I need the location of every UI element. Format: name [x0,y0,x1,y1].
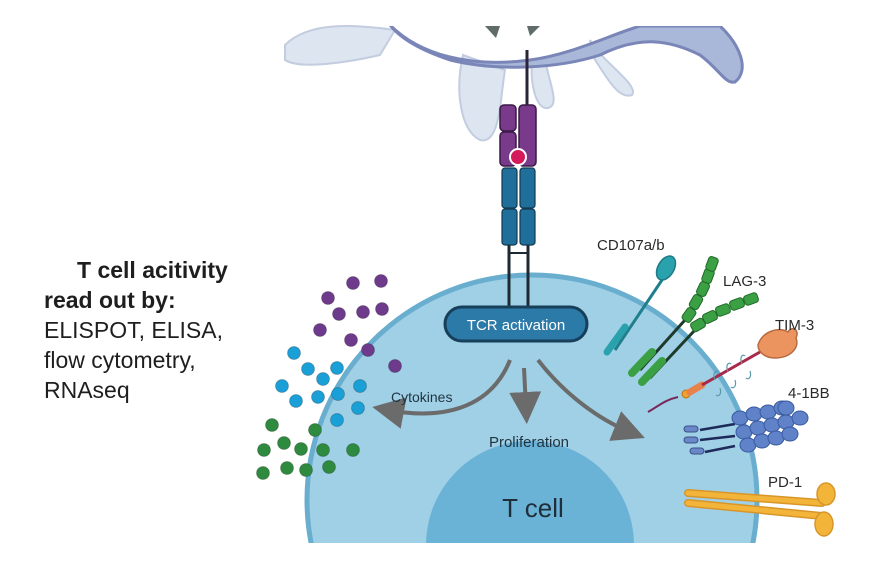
cytokine-purple [313,323,327,337]
cytokines-label: Cytokines [391,389,452,405]
cytokine-green [322,460,336,474]
mhc-marker-right [527,26,540,36]
antigen-icon [509,148,527,166]
4-1bb-ligand-bubble [781,426,799,442]
signal-arrows [372,358,645,441]
readout-method-line2: flow cytometry, [44,347,196,373]
cytokine-blue [331,387,345,401]
marker-label-4-1bb: 4-1BB [788,385,830,402]
4-1bb-ligand-bubble [745,406,763,422]
cytokine-purple [346,276,360,290]
cytokine-blue [316,372,330,386]
cytokine-green [294,442,308,456]
marker-label-lag3: LAG-3 [723,273,766,290]
cytokine-purple [344,333,358,347]
marker-label-tim3: TIM-3 [775,317,814,334]
cytokines-arrow [372,359,512,429]
cytokine-green [308,423,322,437]
cytokine-blue [301,362,315,376]
4-1bb-marker [683,400,809,455]
marker-label-pd1: PD-1 [768,474,802,491]
pd1-marker [684,482,836,537]
cytokine-green [277,436,291,450]
tim3-marker [647,327,798,413]
cytokine-blue [330,361,344,375]
cytokine-blue [289,394,303,408]
4-1bb-ligand-bubble [749,420,767,436]
cytokine-purple [375,302,389,316]
readout-heading-line1: T cell acitivity [77,257,228,283]
cytokine-purple [361,343,375,357]
cytokine-blue [287,346,301,360]
tcr-activation-label: TCR activation [467,317,565,334]
cytokine-green [257,443,271,457]
cytokine-green [346,443,360,457]
cytokine-purple [388,359,402,373]
readout-heading-line2: read out by: [44,287,176,313]
4-1bb-ligand-bubble [777,400,795,416]
cytokine-blue [311,390,325,404]
cytokine-blue [330,413,344,427]
proliferation-arrow [509,367,542,424]
readout-method-line1: ELISPOT, ELISA, [44,317,223,343]
cytokine-green [256,466,270,480]
readout-method-line3: RNAseq [44,377,130,403]
cytokine-purple [374,274,388,288]
tcr-activation-box: TCR activation [443,305,589,343]
4-1bb-ligand-bubble [753,433,771,449]
cytokine-particles [256,274,402,480]
marker-label-cd107: CD107a/b [597,237,665,254]
cytokine-green [299,463,313,477]
marker-expression-arrow [536,358,645,441]
antigen-presenting-cell [284,0,744,142]
t-cell-nucleus [426,441,634,543]
cytokine-purple [356,305,370,319]
tcr-complex [499,50,537,312]
cytokine-blue [351,401,365,415]
4-1bb-ligand-bubble [763,417,781,433]
proliferation-label: Proliferation [489,434,569,451]
cytokine-green [316,443,330,457]
lag3-marker [628,256,759,386]
4-1bb-ligand-bubble [791,410,809,426]
cytokine-green [280,461,294,475]
cd107-marker [603,255,677,356]
readout-text-block: T cell acitivity read out by: ELISPOT, E… [44,255,228,405]
cytokine-green [265,418,279,432]
cytokine-blue [353,379,367,393]
cytokine-purple [321,291,335,305]
mhc-marker-left [485,26,500,38]
cytokine-blue [275,379,289,393]
cytokine-purple [332,307,346,321]
t-cell-label: T cell [502,493,564,523]
